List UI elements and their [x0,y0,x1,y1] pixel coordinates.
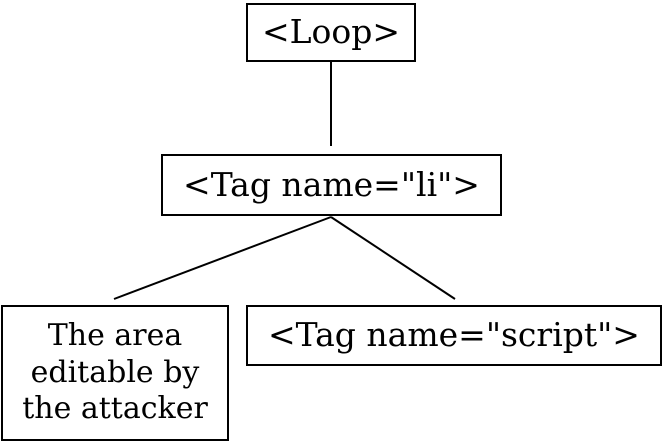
li-tag-node: <Tag name="li"> [161,154,502,216]
loop-node-label: <Loop> [261,12,401,52]
li-tag-node-label: <Tag name="li"> [183,164,480,204]
loop-node: <Loop> [246,3,416,62]
edge-li-to-editable-area [113,216,332,300]
edge-li-to-script-tag [330,216,456,300]
attacker-editable-area-label: The area editable by the attacker [22,318,208,427]
script-tag-node-label: <Tag name="script"> [268,315,640,355]
attacker-editable-area-node: The area editable by the attacker [1,305,229,441]
script-tag-node: <Tag name="script"> [246,305,662,366]
